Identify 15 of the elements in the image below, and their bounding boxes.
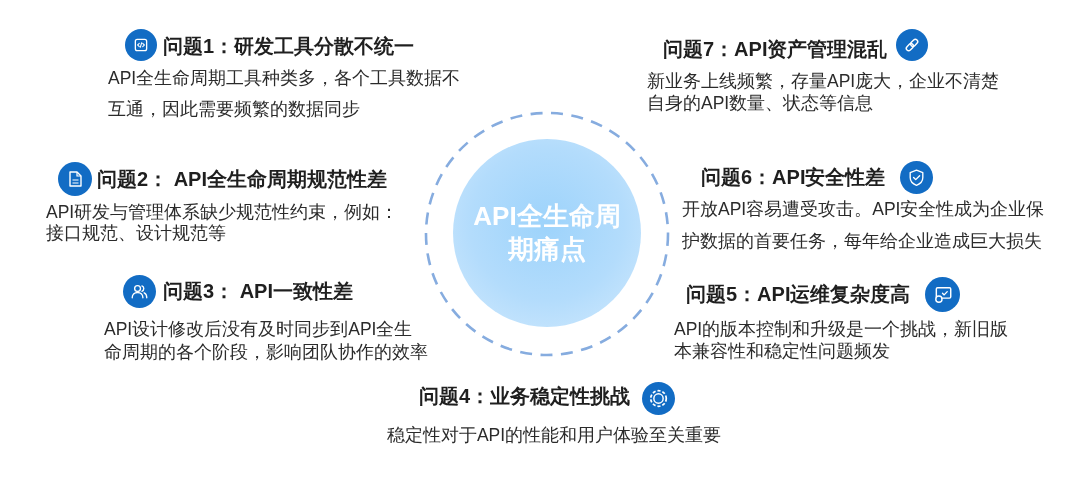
description-text: 开放API容易遭受攻击。API安全性成为企业保护数据的首要任务，每年给企业造成巨大损失 — [682, 197, 1046, 253]
heading: 问题2： API全生命周期规范性差 — [97, 167, 388, 192]
description-text: API研发与管理体系缺少规范性约束，例如：接口规范、设计规范等 — [46, 202, 400, 244]
heading: 问题3： API一致性差 — [163, 279, 354, 304]
heading: 问题7：API资产管理混乱 — [663, 37, 888, 62]
description-text: API全生命周期工具种类多，各个工具数据不互通，因此需要频繁的数据同步 — [108, 66, 462, 121]
heading: 问题1：研发工具分散不统一 — [163, 34, 415, 59]
circle-title: API全生命周期痛点 — [472, 200, 622, 266]
description-text: 稳定性对于API的性能和用户体验至关重要 — [385, 424, 723, 447]
heading: 问题4：业务稳定性挑战 — [419, 384, 631, 409]
description-text: API的版本控制和升级是一个挑战，新旧版本兼容性和稳定性问题频发 — [674, 317, 1010, 362]
heading: 问题5：API运维复杂度高 — [686, 282, 911, 307]
description-text: API设计修改后没有及时同步到API全生命周期的各个阶段，影响团队协作的效率 — [104, 317, 429, 364]
heading: 问题6：API安全性差 — [701, 165, 886, 190]
description-text: 新业务上线频繁，存量API庞大，企业不清楚自身的API数量、状态等信息 — [647, 69, 1001, 114]
